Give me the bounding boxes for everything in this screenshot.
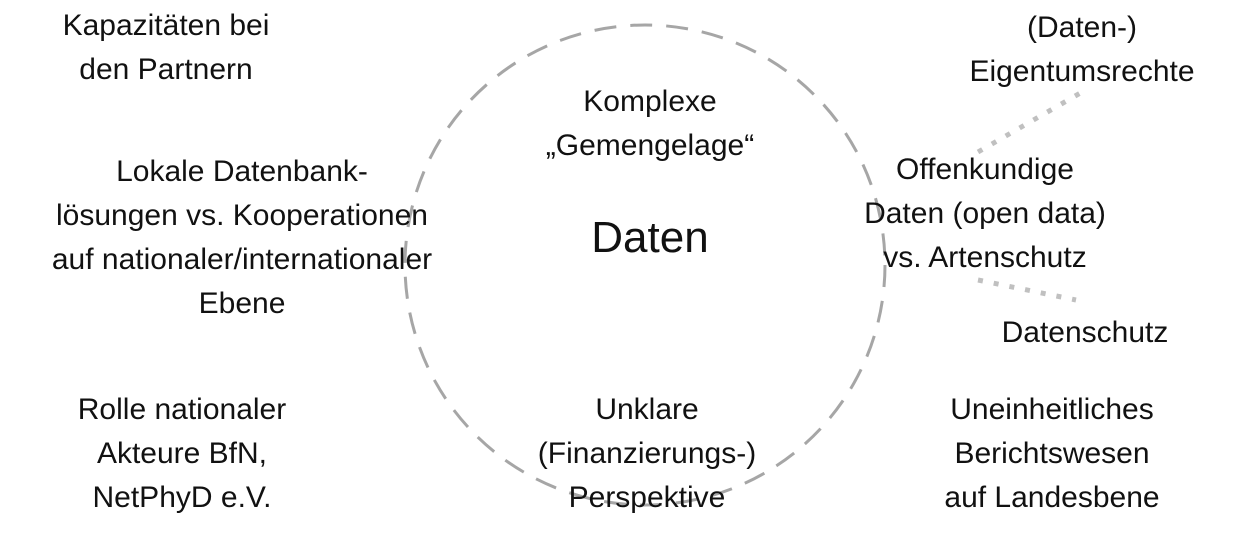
label-eigentumsrechte: (Daten-) Eigentumsrechte — [969, 11, 1195, 88]
label-berichtswesen: Uneinheitliches Berichtswesen auf Landes… — [944, 393, 1160, 514]
label-lokale-datenbank: Lokale Datenbank- lösungen vs. Kooperati… — [51, 155, 433, 320]
connector-datenschutz — [977, 277, 1077, 303]
label-komplexe-gemengelage: Komplexe „Gemengelage“ — [545, 85, 755, 162]
label-unklare-perspektive: Unklare (Finanzierungs-) Perspektive — [537, 393, 757, 514]
center-title-daten: Daten — [591, 213, 709, 262]
label-offenkundige-daten: Offenkundige Daten (open data) vs. Arten… — [864, 153, 1106, 274]
label-datenschutz: Datenschutz — [1001, 316, 1169, 349]
label-rolle-nationaler-akteure: Rolle nationaler Akteure BfN, NetPhyD e.… — [77, 393, 287, 514]
central-dashed-circle — [403, 23, 887, 507]
connector-eigentumsrechte — [976, 89, 1084, 155]
label-kapazitaeten: Kapazitäten bei den Partnern — [62, 9, 270, 86]
